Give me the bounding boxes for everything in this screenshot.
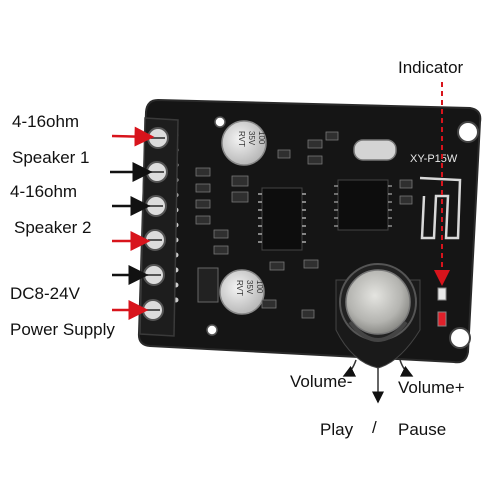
capacitor-bottom-text-2: 35V (245, 280, 254, 295)
capacitor-top: 100 35V RVT (221, 120, 267, 166)
speaker2-label: Speaker 2 (14, 218, 92, 237)
indicator-led-red (437, 311, 447, 327)
pause-label: Pause (398, 420, 447, 439)
volume-knob (335, 263, 421, 369)
indicator-led (437, 287, 447, 301)
speaker2-ohm-label: 4-16ohm (10, 182, 78, 201)
dc-voltage-label: DC8-24V (10, 284, 80, 303)
terminal-screw (145, 195, 167, 217)
amplifier-chip-left (258, 187, 306, 251)
rotate-left-arrow (342, 359, 357, 377)
speaker1-ohm-label: 4-16ohm (12, 112, 80, 131)
play-pause-separator: / (372, 418, 377, 437)
bluetooth-chip (334, 179, 392, 231)
capacitor-top-text-2: 35V (247, 131, 256, 146)
capacitor-bottom-text-3: RVT (235, 280, 244, 296)
board-model-text: XY-P15W (410, 153, 458, 165)
capacitor-bottom: 100 35V RVT (219, 269, 265, 315)
pcb-board (137, 98, 482, 364)
volume-plus-label: Volume+ (398, 378, 465, 397)
power-supply-label: Power Supply (10, 320, 115, 339)
mounting-hole (457, 121, 479, 143)
capacitor-top-text-1: 100 (257, 131, 266, 145)
indicator-label: Indicator (398, 58, 464, 77)
terminal-screw (143, 264, 165, 286)
play-label: Play (320, 420, 354, 439)
volume-minus-label: Volume- (290, 372, 353, 391)
smd-components (195, 131, 413, 319)
capacitor-top-text-3: RVT (237, 131, 246, 147)
crystal-oscillator (353, 139, 397, 161)
screw-terminal-block (139, 117, 179, 337)
bluetooth-antenna (419, 176, 462, 240)
capacitor-bottom-text-1: 100 (255, 280, 264, 294)
speaker1-label: Speaker 1 (12, 148, 90, 167)
speaker1-positive-arrow (111, 126, 155, 147)
mounting-hole (449, 327, 471, 349)
rotate-right-arrow (399, 359, 414, 377)
inductor (197, 267, 219, 303)
